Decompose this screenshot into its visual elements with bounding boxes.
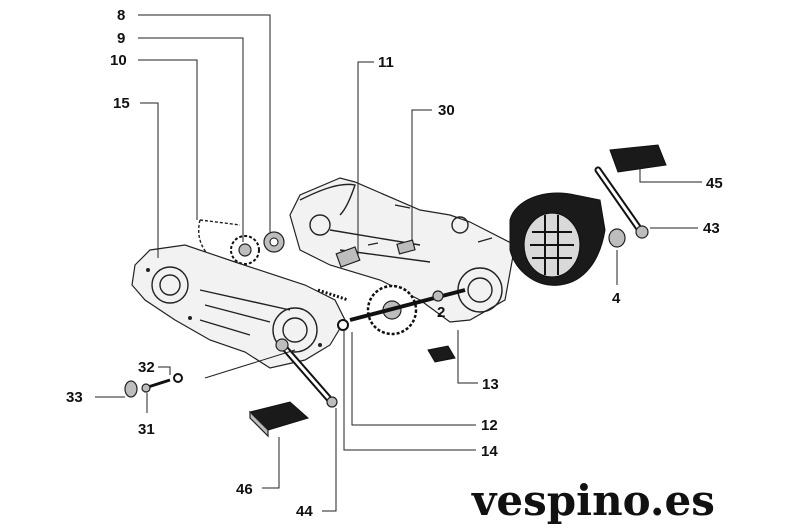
pedal-right xyxy=(609,144,667,173)
crankcase xyxy=(289,177,516,323)
callout-labels: 8 9 10 15 11 30 45 43 4 2 13 32 33 31 12… xyxy=(66,7,723,520)
site-watermark: vespino.es xyxy=(471,476,715,525)
callout-44: 44 xyxy=(296,503,313,520)
pedal-shaft xyxy=(349,288,466,322)
callout-43: 43 xyxy=(703,220,720,237)
callout-2: 2 xyxy=(437,304,445,321)
pedal-left xyxy=(249,401,310,438)
callout-15: 15 xyxy=(113,95,130,112)
callout-10: 10 xyxy=(110,52,127,69)
pedal-block xyxy=(427,345,456,363)
transmission-cover xyxy=(131,244,346,369)
callout-14: 14 xyxy=(481,443,498,460)
spacer xyxy=(608,228,626,248)
callout-32: 32 xyxy=(138,359,155,376)
callout-4: 4 xyxy=(612,290,621,307)
small-sprocket xyxy=(230,235,260,265)
callout-8: 8 xyxy=(117,7,125,24)
callout-46: 46 xyxy=(236,481,253,498)
callout-45: 45 xyxy=(706,175,723,192)
spring xyxy=(317,288,349,302)
leader-lines xyxy=(95,14,702,512)
callout-33: 33 xyxy=(66,389,83,406)
callout-9: 9 xyxy=(117,30,125,47)
callout-31: 31 xyxy=(138,421,155,438)
callout-12: 12 xyxy=(481,417,498,434)
parts-illustration xyxy=(124,144,667,438)
fan-cowl xyxy=(509,192,606,286)
callout-11: 11 xyxy=(378,54,394,71)
left-pedal-crank xyxy=(275,338,338,408)
right-pedal-crank xyxy=(594,166,649,239)
clutch-hub xyxy=(263,231,285,253)
washer xyxy=(337,319,349,331)
callout-13: 13 xyxy=(482,376,499,393)
callout-30: 30 xyxy=(438,102,455,119)
bolt-assembly xyxy=(124,373,183,398)
